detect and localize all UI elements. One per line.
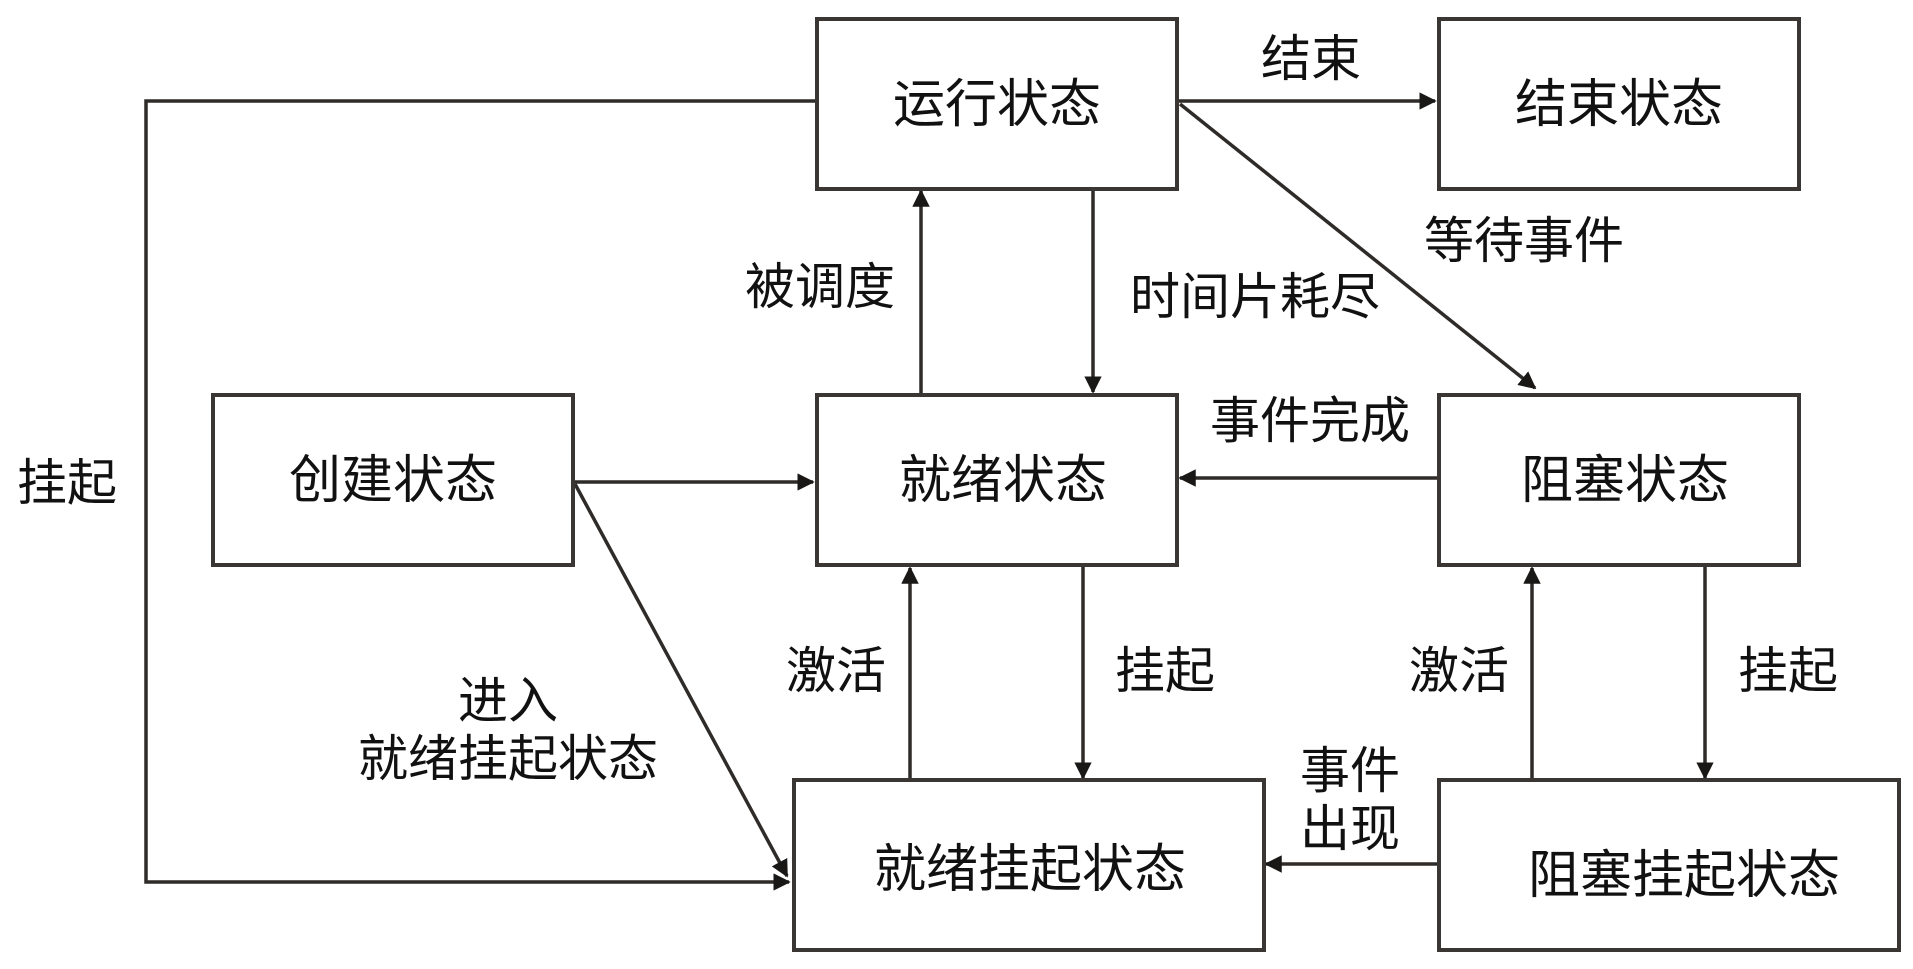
state-ready: 就绪状态 xyxy=(815,393,1179,567)
label-activate-blocked: 激活 xyxy=(1409,642,1509,700)
edge-created-to-ready-suspended xyxy=(573,483,789,878)
label-event-complete: 事件完成 xyxy=(1210,392,1410,450)
label-enter-line2: 就绪挂起状态 xyxy=(358,730,658,788)
state-ready-suspended-label: 就绪挂起状态 xyxy=(874,840,1186,900)
state-created: 创建状态 xyxy=(211,393,575,567)
state-created-label: 创建状态 xyxy=(289,451,497,511)
state-ready-label: 就绪状态 xyxy=(899,451,1107,511)
edge-running-to-ready-suspended xyxy=(144,99,817,891)
state-terminated-label: 结束状态 xyxy=(1515,75,1723,135)
state-running: 运行状态 xyxy=(815,17,1179,191)
label-event-occurs-line1: 事件 xyxy=(1300,742,1400,800)
label-dispatched: 被调度 xyxy=(745,258,895,316)
edge-running-to-blocked xyxy=(1178,102,1537,390)
label-enter-line1: 进入 xyxy=(458,672,558,730)
label-suspend-left: 挂起 xyxy=(17,454,117,512)
connectors xyxy=(144,92,1714,891)
label-activate-ready: 激活 xyxy=(786,642,886,700)
label-suspend-ready: 挂起 xyxy=(1115,642,1215,700)
state-blocked-suspended-label: 阻塞挂起状态 xyxy=(1528,846,1840,906)
label-event-occurs-line2: 出现 xyxy=(1300,800,1400,858)
label-wait-event: 等待事件 xyxy=(1424,212,1624,270)
state-ready-suspended: 就绪挂起状态 xyxy=(792,778,1266,952)
transition-labels: 结束 等待事件 被调度 时间片耗尽 事件完成 挂起 进入 就绪挂起状态 激活 挂… xyxy=(17,30,1838,858)
state-terminated: 结束状态 xyxy=(1437,17,1801,191)
state-blocked: 阻塞状态 xyxy=(1437,393,1801,567)
label-terminate: 结束 xyxy=(1261,30,1361,88)
state-blocked-suspended: 阻塞挂起状态 xyxy=(1437,778,1901,952)
state-blocked-label: 阻塞状态 xyxy=(1521,451,1729,511)
state-running-label: 运行状态 xyxy=(893,75,1101,135)
label-timeslice-exhausted: 时间片耗尽 xyxy=(1130,268,1380,326)
label-suspend-blocked: 挂起 xyxy=(1738,642,1838,700)
